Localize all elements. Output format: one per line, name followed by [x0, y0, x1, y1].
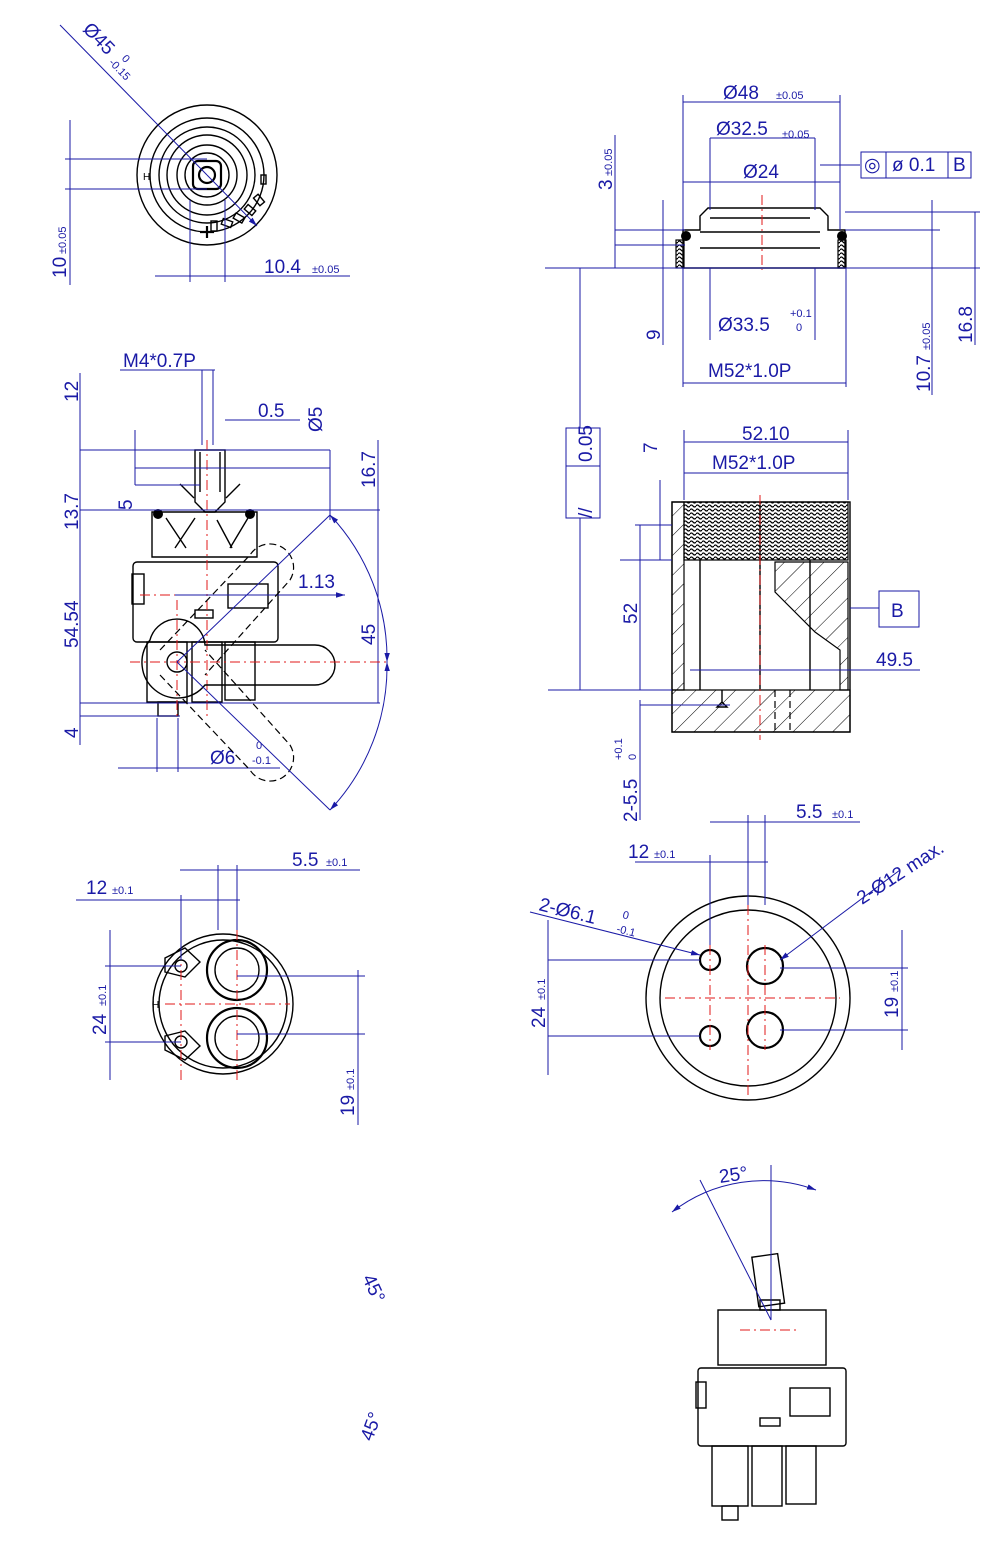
- svg-text:0.05: 0.05: [576, 425, 597, 462]
- svg-text:0: 0: [621, 909, 630, 922]
- svg-text:±0.05: ±0.05: [57, 227, 69, 254]
- svg-text:Ø24: Ø24: [743, 162, 779, 183]
- housing-section: [548, 268, 920, 820]
- svg-text:B: B: [953, 155, 966, 176]
- svg-text:1.13: 1.13: [298, 572, 335, 593]
- svg-text:45°: 45°: [357, 1410, 387, 1444]
- svg-text:45: 45: [359, 624, 380, 645]
- svg-text:5.5: 5.5: [292, 850, 318, 871]
- cap-view: [545, 95, 980, 395]
- svg-text:13.7: 13.7: [62, 493, 83, 530]
- svg-text:Ø48: Ø48: [723, 83, 759, 104]
- svg-text:±0.05: ±0.05: [312, 264, 339, 276]
- svg-text:4: 4: [62, 727, 83, 738]
- svg-text:Ø32.5: Ø32.5: [716, 119, 768, 140]
- svg-text:±0.1: ±0.1: [832, 809, 853, 821]
- svg-text:ø 0.1: ø 0.1: [892, 155, 935, 176]
- svg-text:45°: 45°: [357, 1271, 388, 1306]
- svg-text:±0.05: ±0.05: [603, 149, 615, 176]
- side-thread: M4*0.7P: [123, 351, 196, 372]
- svg-text:0: 0: [796, 322, 802, 334]
- svg-text:0: 0: [256, 740, 262, 752]
- svg-text:±0.05: ±0.05: [776, 90, 803, 102]
- bottom-view-cartridge: H: [76, 865, 365, 1125]
- svg-text:±0.1: ±0.1: [654, 849, 675, 861]
- svg-text:±0.1: ±0.1: [112, 885, 133, 897]
- svg-text:H: H: [152, 1000, 159, 1011]
- svg-text:M52*1.0P: M52*1.0P: [712, 453, 795, 474]
- svg-text:52.10: 52.10: [742, 424, 790, 445]
- svg-text:24: 24: [529, 1006, 550, 1028]
- svg-text:25°: 25°: [718, 1163, 749, 1188]
- svg-text:±0.1: ±0.1: [889, 971, 901, 992]
- svg-text:3: 3: [596, 179, 617, 190]
- svg-text:16.8: 16.8: [956, 306, 977, 343]
- svg-text:M52*1.0P: M52*1.0P: [708, 361, 791, 382]
- svg-text:2-5.5: 2-5.5: [621, 779, 642, 822]
- svg-text:±0.05: ±0.05: [782, 129, 809, 141]
- svg-text:-0.15: -0.15: [106, 57, 132, 83]
- side-view-cartridge: [79, 369, 380, 772]
- svg-text:7: 7: [641, 442, 662, 453]
- svg-text:0: 0: [627, 754, 639, 760]
- svg-text:+0.1: +0.1: [613, 738, 625, 760]
- svg-text:±0.1: ±0.1: [345, 1069, 357, 1090]
- svg-text:49.5: 49.5: [876, 650, 913, 671]
- svg-text:H: H: [143, 172, 150, 183]
- svg-text:±0.1: ±0.1: [326, 857, 347, 869]
- svg-text:B: B: [891, 601, 904, 622]
- svg-text:±0.1: ±0.1: [97, 985, 109, 1006]
- svg-text:19: 19: [338, 1095, 359, 1116]
- top-offset-h: 10.4: [264, 257, 301, 278]
- tilt-view: [671, 1165, 847, 1521]
- svg-text:-0.1: -0.1: [615, 923, 636, 939]
- svg-text:5.5: 5.5: [796, 802, 822, 823]
- svg-text:54.54: 54.54: [62, 600, 83, 648]
- svg-text:16.7: 16.7: [359, 451, 380, 488]
- svg-text:12: 12: [62, 381, 83, 402]
- svg-text:5: 5: [116, 499, 137, 510]
- top-view-cartridge: H: [59, 24, 350, 285]
- svg-text:2-Ø12 max.: 2-Ø12 max.: [853, 838, 948, 910]
- svg-text:Ø5: Ø5: [306, 407, 327, 432]
- svg-text:+0.1: +0.1: [790, 308, 812, 320]
- flow-teeth: [210, 174, 267, 232]
- svg-text:12: 12: [628, 842, 649, 863]
- svg-text:-0.1: -0.1: [252, 755, 271, 767]
- svg-text:Ø6: Ø6: [210, 748, 235, 769]
- svg-text:2-Ø6.1: 2-Ø6.1: [537, 894, 598, 928]
- top-diameter: Ø45: [78, 19, 118, 59]
- top-offset-v: 10: [50, 257, 71, 278]
- svg-text:24: 24: [90, 1013, 111, 1035]
- svg-text:9: 9: [644, 329, 665, 340]
- lever-rotation-view: [130, 514, 390, 811]
- svg-text:10.7: 10.7: [914, 355, 935, 392]
- svg-text:0.5: 0.5: [258, 401, 284, 422]
- svg-text:Ø33.5: Ø33.5: [718, 315, 770, 336]
- svg-text:±0.05: ±0.05: [921, 323, 933, 350]
- svg-text:12: 12: [86, 878, 107, 899]
- svg-text:52: 52: [621, 603, 642, 624]
- svg-text:19: 19: [882, 997, 903, 1018]
- svg-text://: //: [576, 507, 597, 518]
- svg-text:◎: ◎: [864, 155, 881, 176]
- svg-text:±0.1: ±0.1: [536, 979, 548, 1000]
- seat-view: [529, 815, 908, 1101]
